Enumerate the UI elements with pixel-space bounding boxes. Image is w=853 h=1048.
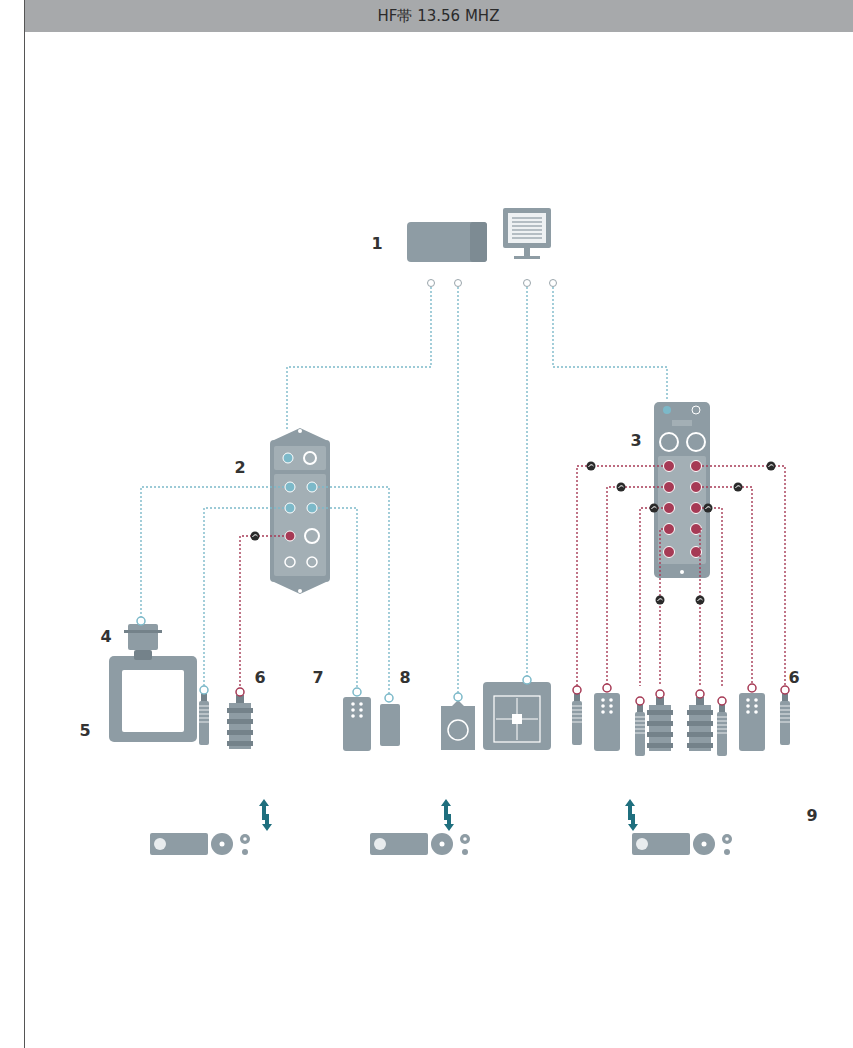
thin-sensor — [780, 693, 790, 745]
connector-symbol — [696, 596, 705, 605]
callout-number: 8 — [399, 670, 410, 686]
panel-border — [24, 0, 25, 1048]
wire — [607, 487, 663, 686]
connector-symbol — [587, 462, 596, 471]
cable-plug — [781, 686, 789, 694]
loop-antenna — [109, 650, 197, 742]
thin-sensor — [199, 693, 209, 745]
cable-plug — [137, 617, 145, 625]
rfid-tags — [370, 833, 470, 855]
io-hub — [270, 428, 330, 594]
cable-plug — [573, 686, 581, 694]
cable-plug — [236, 688, 244, 696]
callout-number: 9 — [806, 808, 817, 824]
cable-plug — [454, 693, 462, 701]
wire — [204, 508, 284, 686]
connector-symbol — [704, 504, 713, 513]
title-bar — [24, 0, 853, 32]
compact-reader — [441, 700, 475, 750]
ports — [428, 280, 557, 287]
callout-number: 5 — [79, 723, 90, 739]
transmission-arrow — [441, 799, 454, 831]
thin-sensor — [635, 704, 645, 756]
wire — [141, 487, 284, 617]
io-hub — [654, 402, 710, 578]
threaded-sensor — [687, 697, 713, 751]
connector-symbol — [656, 596, 665, 605]
wire — [700, 529, 702, 686]
wire — [660, 529, 663, 686]
cable-plug — [696, 690, 704, 698]
rfid-tags — [150, 833, 250, 855]
block-reader — [594, 693, 620, 751]
block-reader — [343, 697, 371, 751]
callout-number: 7 — [312, 670, 323, 686]
callout-number: 6 — [254, 670, 265, 686]
thin-sensor — [572, 693, 582, 745]
cable-plug — [636, 697, 644, 705]
threaded-sensor — [227, 695, 253, 749]
wire — [702, 466, 785, 686]
callout-number: 3 — [630, 433, 641, 449]
cable-plug — [748, 684, 756, 692]
thin-sensor — [717, 704, 727, 756]
cable-plug — [353, 688, 361, 696]
antenna-reader — [124, 624, 162, 650]
cable-plug — [656, 690, 664, 698]
callout-number: 6 — [788, 670, 799, 686]
connector-symbol — [734, 483, 743, 492]
wire — [702, 487, 752, 686]
transmission-arrow — [625, 799, 638, 831]
connector-symbol — [251, 532, 260, 541]
cable-plug — [200, 686, 208, 694]
callout-number: 4 — [100, 629, 111, 645]
callout-number: 2 — [234, 460, 245, 476]
wire — [318, 487, 389, 694]
controller — [407, 222, 487, 262]
rfid-tags — [632, 833, 732, 855]
transmission-arrow — [259, 799, 272, 831]
wire — [318, 508, 357, 688]
block-reader — [739, 693, 765, 751]
title-text: HF帯 13.56 MHZ — [24, 0, 853, 32]
cable-plug — [523, 676, 531, 684]
small-reader — [380, 704, 400, 746]
wire — [577, 466, 663, 686]
wire — [702, 508, 722, 686]
cable-plug — [385, 694, 393, 702]
connector-symbol — [617, 483, 626, 492]
connector-symbol — [650, 504, 659, 513]
callout-number: 1 — [371, 236, 382, 252]
monitor — [503, 208, 551, 259]
cable-plug — [718, 697, 726, 705]
network-wires — [287, 287, 667, 735]
flat-reader — [483, 682, 551, 750]
threaded-sensor — [647, 697, 673, 751]
connector-symbol — [767, 462, 776, 471]
wire — [240, 536, 284, 688]
cable-plug — [603, 684, 611, 692]
